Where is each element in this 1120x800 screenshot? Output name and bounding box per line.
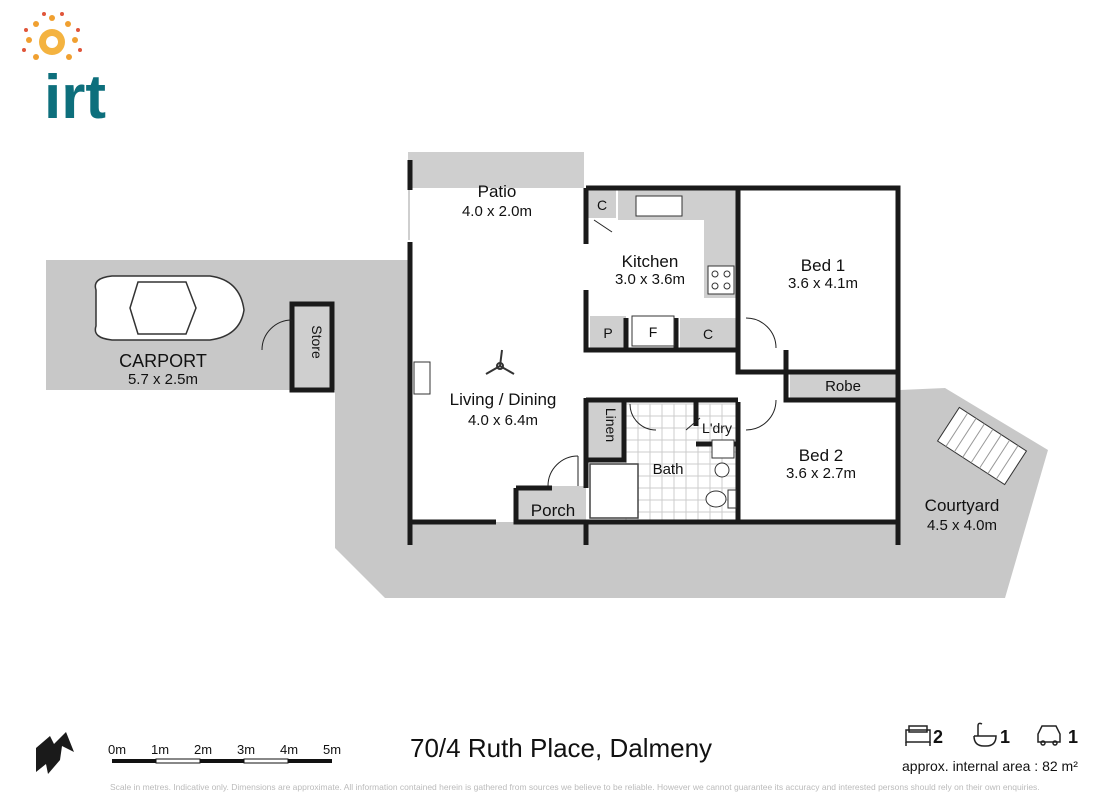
toilet-icon: [705, 489, 737, 509]
kitchen-sink-icon: [635, 195, 683, 217]
logo-text: irt: [44, 63, 106, 132]
internal-area: approx. internal area : 82 m²: [902, 758, 1078, 774]
pantry-area: [590, 316, 626, 348]
stove-icon: [707, 265, 735, 295]
bathroom-count: 1: [1000, 727, 1011, 747]
bath-name: Bath: [653, 461, 684, 478]
sun-icon: [22, 12, 82, 60]
kitchen-name: Kitchen: [622, 252, 679, 271]
bed-icon: [905, 725, 931, 746]
irt-logo: irt: [22, 12, 106, 132]
bedroom-count: 2: [933, 727, 944, 747]
fridge-label: F: [649, 324, 658, 340]
ceiling-fan-icon: [485, 349, 515, 375]
cupboard-top-area: [588, 190, 616, 218]
living-size: 4.0 x 6.4m: [468, 412, 538, 429]
living-name: Living / Dining: [450, 390, 557, 409]
courtyard-size: 4.5 x 4.0m: [927, 517, 997, 534]
car-space-count: 1: [1068, 727, 1079, 747]
laundry-tub-icon: [711, 439, 735, 459]
kitchen-size: 3.0 x 3.6m: [615, 271, 685, 288]
scale-label: 3m: [237, 742, 256, 757]
property-address: 70/4 Ruth Place, Dalmeny: [410, 733, 713, 763]
scale-label: 5m: [323, 742, 342, 757]
patio-size: 4.0 x 2.0m: [462, 203, 532, 220]
car-icon: [1037, 725, 1061, 746]
laundry-name: L'dry: [702, 420, 732, 436]
porch-name: Porch: [531, 501, 575, 520]
store-name: Store: [309, 325, 325, 359]
basin-icon: [714, 462, 730, 478]
car-outline-icon: [94, 275, 245, 341]
north-arrow-icon: [36, 732, 74, 774]
scale-label: 1m: [151, 742, 170, 757]
carport-name: CARPORT: [119, 351, 207, 371]
disclaimer: Scale in metres. Indicative only. Dimens…: [110, 782, 1040, 792]
shower: [589, 463, 639, 519]
carport-link: [335, 260, 411, 400]
bed2-size: 3.6 x 2.7m: [786, 465, 856, 482]
bed1-size: 3.6 x 4.1m: [788, 275, 858, 292]
scale-label: 0m: [108, 742, 127, 757]
cupboard-area: [680, 318, 736, 348]
scale-bar: [112, 758, 332, 764]
scale-label: 4m: [280, 742, 299, 757]
scale-label: 2m: [194, 742, 213, 757]
robe-name: Robe: [825, 378, 861, 395]
cupboard-label: C: [703, 326, 713, 342]
robe-area: [790, 372, 896, 398]
bed2-name: Bed 2: [799, 446, 843, 465]
pantry-label: P: [603, 325, 612, 341]
patio-name: Patio: [478, 182, 517, 201]
doors: [261, 219, 777, 487]
courtyard-bench-icon: [936, 406, 1028, 486]
linen-name: Linen: [603, 408, 619, 442]
carport-size: 5.7 x 2.5m: [128, 371, 198, 388]
courtyard-name: Courtyard: [925, 496, 1000, 515]
bed1-name: Bed 1: [801, 256, 845, 275]
linen-area: [588, 402, 624, 460]
cupboard-label: C: [597, 197, 607, 213]
fridge-space: [631, 315, 675, 347]
bath-icon: [973, 722, 997, 747]
porch-area: [518, 486, 586, 522]
walls: [407, 160, 901, 545]
air-conditioner-icon: [413, 361, 431, 395]
